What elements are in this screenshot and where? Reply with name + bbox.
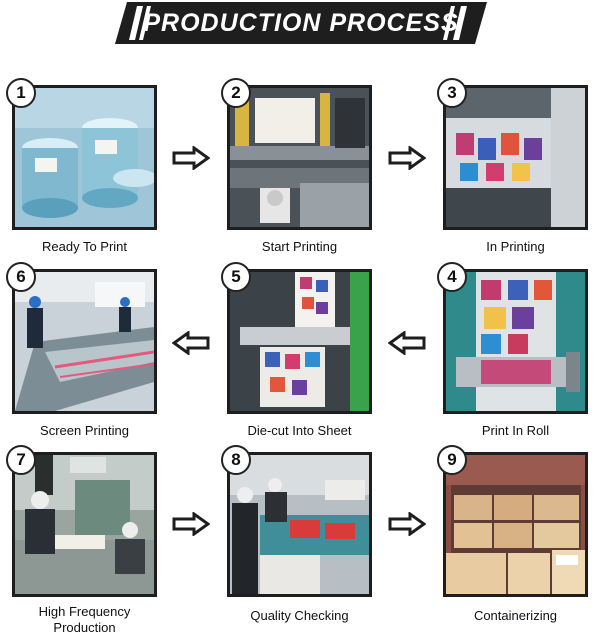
photo-high-frequency-workshop [15, 455, 154, 594]
photo-quality-checking [230, 455, 369, 594]
photo-frame [443, 452, 588, 597]
right-arrow-icon [388, 512, 426, 536]
step-label: High Frequency Production [0, 604, 172, 636]
photo-print-run [446, 88, 585, 227]
photo-rolls-wrapped [15, 88, 154, 227]
step-label: Ready To Print [41, 239, 128, 254]
step-number-badge: 4 [437, 262, 467, 292]
step-number-badge: 5 [221, 262, 251, 292]
step-label: Die-cut Into Sheet [247, 423, 352, 438]
step-number-badge: 9 [437, 445, 467, 475]
title-banner: PRODUCTION PROCESS [115, 2, 487, 44]
step-number-badge: 2 [221, 78, 251, 108]
step-label: Screen Printing [40, 423, 129, 438]
photo-frame [443, 85, 588, 230]
step-label-line-2: Production [53, 620, 116, 635]
right-arrow-icon [172, 146, 210, 170]
step-label: Start Printing [261, 239, 338, 254]
step-label: In Printing [486, 239, 545, 254]
photo-container-loading [446, 455, 585, 594]
right-arrow-icon [172, 512, 210, 536]
photo-screen-printing-line [15, 272, 154, 411]
photo-printing-press [230, 88, 369, 227]
photo-frame [227, 452, 372, 597]
photo-die-cut-machine [230, 272, 369, 411]
step-label: Quality Checking [250, 608, 349, 623]
photo-frame [443, 269, 588, 414]
step-label-line-1: High Frequency [38, 604, 131, 619]
photo-frame [12, 269, 157, 414]
step-number-badge: 3 [437, 78, 467, 108]
step-number-badge: 6 [6, 262, 36, 292]
step-number-badge: 8 [221, 445, 251, 475]
left-arrow-icon [388, 331, 426, 355]
step-label: Containerizing [473, 608, 558, 623]
step-number-badge: 1 [6, 78, 36, 108]
page-title: PRODUCTION PROCESS [143, 9, 459, 37]
photo-printed-roll [446, 272, 585, 411]
photo-frame [12, 85, 157, 230]
photo-frame [12, 452, 157, 597]
banner-shape [115, 2, 487, 44]
step-label: Print In Roll [481, 423, 550, 438]
right-arrow-icon [388, 146, 426, 170]
step-number-badge: 7 [6, 445, 36, 475]
photo-frame [227, 85, 372, 230]
photo-frame [227, 269, 372, 414]
left-arrow-icon [172, 331, 210, 355]
